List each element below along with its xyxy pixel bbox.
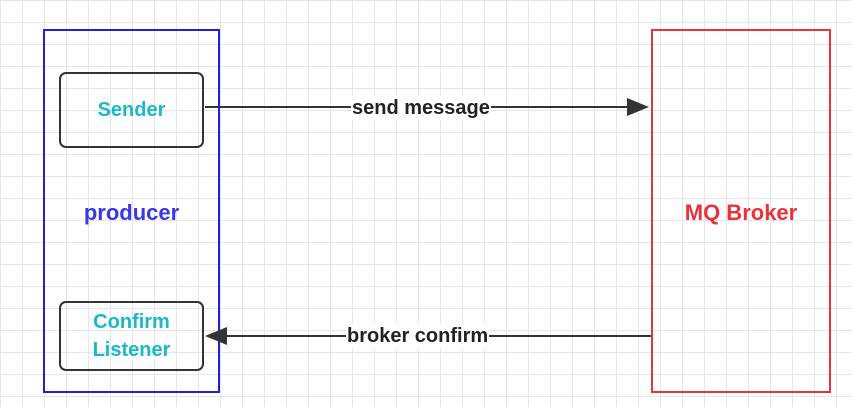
confirm-listener-box: Confirm Listener xyxy=(59,301,204,371)
confirm-listener-label-line2: Listener xyxy=(92,339,171,361)
send-message-arrowhead xyxy=(627,98,649,116)
mq-broker-box xyxy=(651,29,831,393)
producer-label: producer xyxy=(83,200,180,225)
broker-confirm-arrowhead xyxy=(205,327,227,345)
broker-confirm-label: broker confirm xyxy=(346,324,490,348)
mq-broker-label: MQ Broker xyxy=(684,200,798,225)
sender-box: Sender xyxy=(59,72,204,148)
producer-container xyxy=(43,29,220,393)
send-message-label: send message xyxy=(351,96,491,120)
sender-label: Sender xyxy=(97,99,166,121)
confirm-listener-label-line1: Confirm xyxy=(93,311,170,333)
